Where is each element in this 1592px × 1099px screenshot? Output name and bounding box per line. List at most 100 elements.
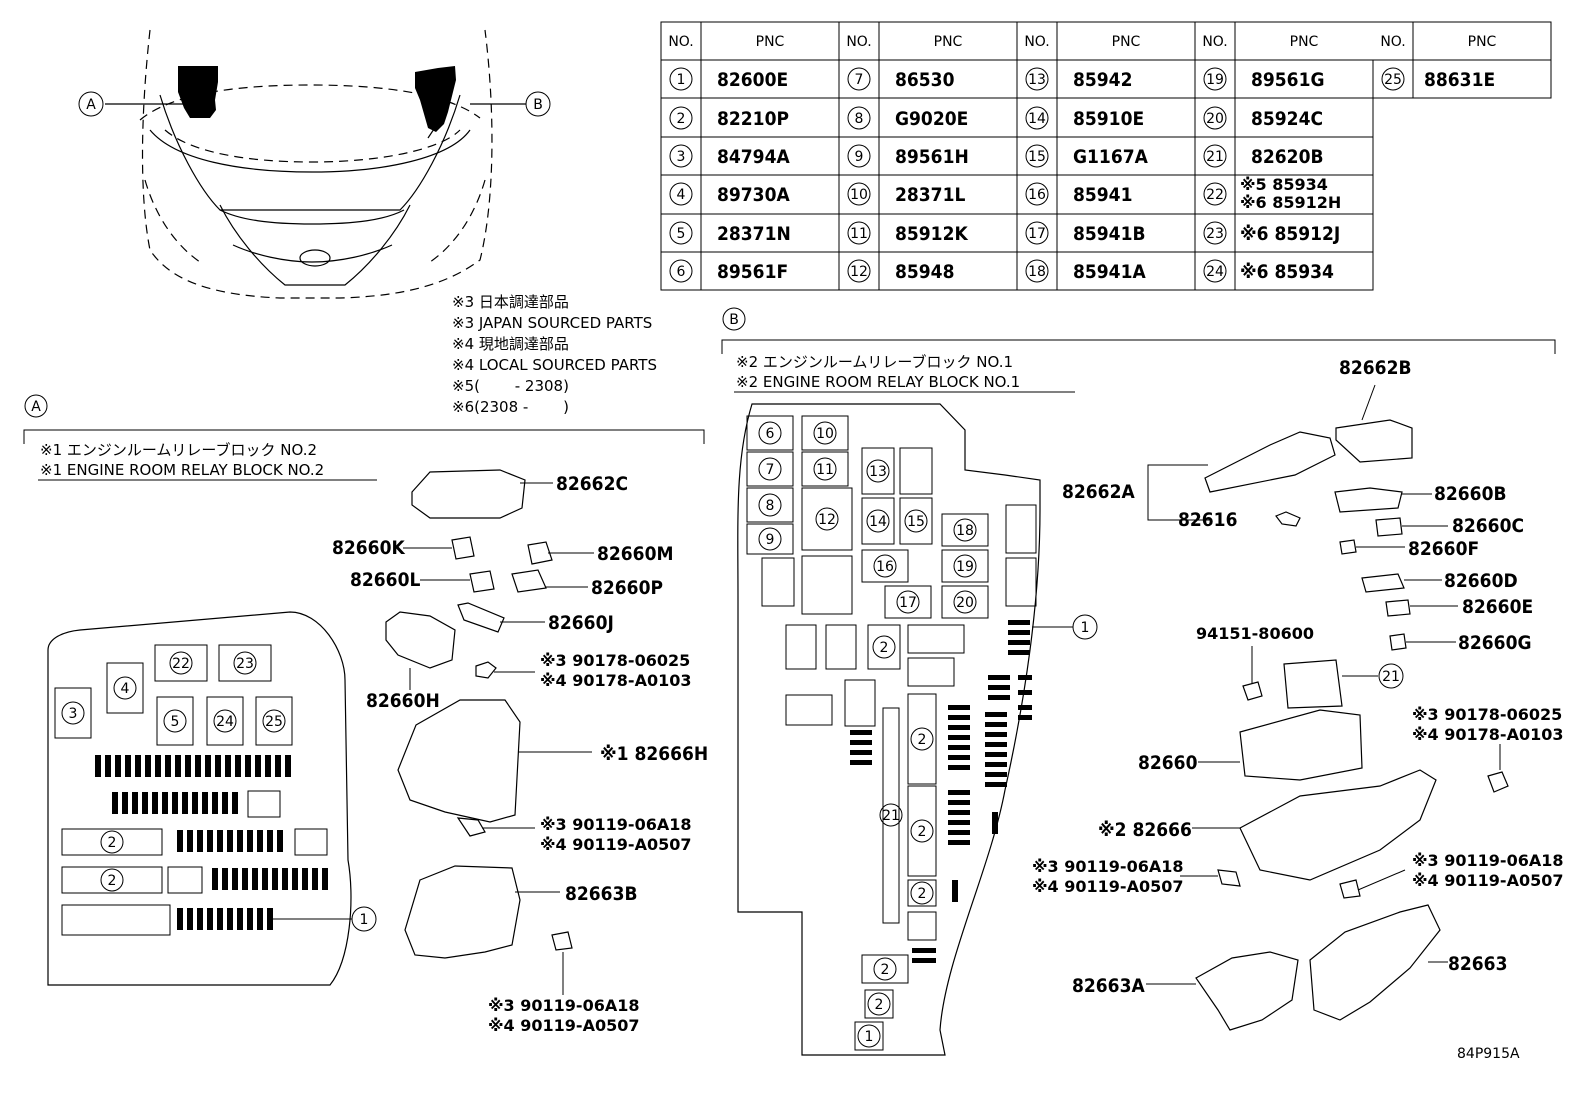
section-b-bracket [721, 339, 1556, 354]
table-header-pnc: PNC [1112, 34, 1141, 50]
table-ref-no: 24 [1206, 264, 1224, 280]
callout-90119-06A18: ※3 90119-06A18 [540, 815, 691, 834]
vehicle-front-view [105, 29, 526, 299]
callout-82660F: 82660F [1408, 538, 1479, 560]
table-header-no: NO. [1202, 34, 1227, 50]
svg-text:19: 19 [956, 559, 974, 575]
section-a-label: A [31, 399, 41, 415]
table-ref-no: 6 [677, 264, 686, 280]
section-b-marker [722, 307, 746, 331]
table-ref-no: 8 [855, 111, 864, 127]
table-pnc: ※6 85912J [1240, 223, 1340, 245]
callout-90119-A0507: ※4 90119-A0507 [1412, 871, 1563, 890]
callout-82666: ※2 82666 [1098, 819, 1192, 841]
callout-90119-06A18: ※3 90119-06A18 [1412, 851, 1563, 870]
table-pnc: ※6 85934 [1240, 261, 1334, 283]
svg-text:1: 1 [1081, 620, 1090, 636]
table-pnc: ※6 85912H [1240, 193, 1341, 212]
svg-text:6: 6 [766, 426, 775, 442]
table-pnc: 82600E [717, 69, 788, 91]
svg-text:16: 16 [876, 559, 894, 575]
callout-90178-06025: ※3 90178-06025 [540, 651, 690, 670]
table-ref-no: 5 [677, 226, 686, 242]
table-pnc: 85941B [1073, 223, 1146, 245]
table-ref-no: 9 [855, 149, 864, 165]
note-line: ※3 日本調達部品 [452, 293, 569, 311]
table-pnc: ※5 85934 [1240, 175, 1328, 194]
table-pnc: 89730A [717, 184, 790, 206]
callout-82660K: 82660K [332, 537, 405, 559]
table-pnc: 28371N [717, 223, 791, 245]
table-ref-no: 18 [1028, 264, 1046, 280]
table-pnc: 85912K [895, 223, 968, 245]
section-b-title-en: ※2 ENGINE ROOM RELAY BLOCK NO.1 [736, 373, 1020, 391]
callout-82662C: 82662C [556, 473, 628, 495]
table-pnc: 84794A [717, 146, 790, 168]
svg-text:23: 23 [236, 656, 254, 672]
callout-82660: 82660 [1138, 752, 1198, 774]
table-pnc: 88631E [1424, 69, 1495, 91]
svg-text:9: 9 [766, 532, 775, 548]
table-pnc: 85924C [1251, 108, 1323, 130]
callout-82660E: 82660E [1462, 596, 1533, 618]
svg-text:11: 11 [816, 462, 834, 478]
callout-90119-A0507: ※4 90119-A0507 [488, 1016, 639, 1035]
legend-notes: ※3 日本調達部品 ※3 JAPAN SOURCED PARTS ※4 現地調達… [452, 293, 657, 416]
table-header-no: NO. [1024, 34, 1049, 50]
table-ref-no: 7 [855, 72, 864, 88]
callout-82660J: 82660J [548, 612, 614, 634]
section-a-marker [24, 394, 48, 418]
table-ref-no: 20 [1206, 111, 1224, 127]
svg-text:10: 10 [816, 426, 834, 442]
table-pnc: 85942 [1073, 69, 1132, 91]
table-pnc: G1167A [1073, 146, 1149, 168]
svg-text:22: 22 [172, 656, 190, 672]
svg-text:8: 8 [766, 498, 775, 514]
note-line: ※3 JAPAN SOURCED PARTS [452, 314, 652, 332]
svg-text:18: 18 [956, 523, 974, 539]
svg-text:7: 7 [766, 462, 775, 478]
callout-90178-A0103: ※4 90178-A0103 [540, 671, 691, 690]
callout-82660H: 82660H [366, 690, 440, 712]
table-ref-no: 25 [1384, 72, 1402, 88]
svg-text:2: 2 [881, 962, 890, 978]
table-pnc: 89561H [895, 146, 969, 168]
table-pnc: 85941A [1073, 261, 1146, 283]
table-header-pnc: PNC [756, 34, 785, 50]
callout-82666H: ※1 82666H [600, 743, 708, 765]
svg-text:13: 13 [869, 464, 887, 480]
table-ref-no: 17 [1028, 226, 1046, 242]
table-pnc: G9020E [895, 108, 968, 130]
table-ref-no: 11 [850, 226, 868, 242]
table-pnc: 89561F [717, 261, 788, 283]
callout-82660B: 82660B [1434, 483, 1507, 505]
table-pnc: 82210P [717, 108, 789, 130]
table-ref-no: 4 [677, 187, 686, 203]
note-line: ※4 LOCAL SOURCED PARTS [452, 356, 657, 374]
table-pnc: 82620B [1251, 146, 1324, 168]
section-a-title-en: ※1 ENGINE ROOM RELAY BLOCK NO.2 [40, 461, 324, 479]
callout-90119-A0507: ※4 90119-A0507 [540, 835, 691, 854]
section-b-label: B [729, 312, 739, 328]
table-ref-no: 19 [1206, 72, 1224, 88]
table-ref-no: 3 [677, 149, 686, 165]
callout-82616: 82616 [1178, 509, 1237, 531]
table-pnc: 28371L [895, 184, 965, 206]
section-b-exploded-parts: 21 [1146, 384, 1509, 1031]
table-ref-no: 15 [1028, 149, 1046, 165]
note-line: ※5( - 2308) [452, 377, 569, 395]
note-line: ※6(2308 - ) [452, 398, 569, 416]
table-header-no: NO. [1380, 34, 1405, 50]
table-pnc: 85941 [1073, 184, 1132, 206]
svg-text:2: 2 [875, 997, 884, 1013]
callout-90119-06A18: ※3 90119-06A18 [1032, 857, 1183, 876]
drawing-code: 84P915A [1457, 1046, 1520, 1062]
view-a-label: A [86, 97, 96, 113]
parts-table: NO. PNC NO. PNC NO. PNC NO. PNC NO. PNC … [660, 21, 1552, 291]
callout-82660P: 82660P [591, 577, 663, 599]
callout-82660M: 82660M [597, 543, 673, 565]
table-ref-no: 1 [677, 72, 686, 88]
callout-82663A: 82663A [1072, 975, 1145, 997]
svg-text:21: 21 [882, 808, 900, 824]
svg-text:2: 2 [108, 835, 117, 851]
